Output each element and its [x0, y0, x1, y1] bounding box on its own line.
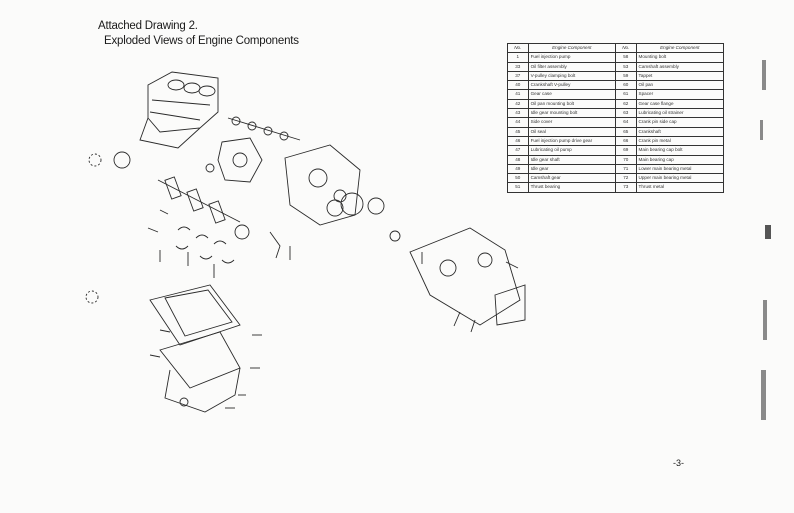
crankshaft-illustration [157, 176, 250, 240]
oil-pan-illustration [149, 284, 241, 413]
part-name: Idle gear shaft [527, 154, 616, 165]
drawing-caption: Attached Drawing 2. [98, 20, 198, 32]
part-number: 60 [614, 80, 637, 91]
part-name: Main bearing cap bolt [635, 145, 725, 156]
fastener-group [149, 252, 519, 409]
part-number: 33 [507, 61, 529, 72]
part-name: Fuel injection pump drive gear [527, 135, 616, 147]
part-number: 51 [507, 182, 529, 193]
part-name: Fuel injection pump [527, 52, 616, 63]
part-name: Upper main bearing metal [635, 173, 725, 184]
header-component-2: Engine Component [635, 42, 725, 54]
part-number: 1 [507, 52, 529, 63]
camshaft-illustration [227, 116, 301, 141]
part-name: Gear case [527, 89, 616, 100]
part-name: Crankshaft V-pulley [527, 80, 616, 91]
gear-case-illustration [409, 227, 526, 326]
idle-gear-illustration [326, 199, 344, 217]
header-no-2: No. [614, 42, 637, 54]
part-number: 44 [507, 117, 529, 128]
part-name: Crankshaft [635, 126, 725, 137]
part-name: Side cover [527, 117, 616, 128]
part-number: 61 [614, 89, 637, 100]
part-name: Lower main bearing metal [635, 163, 725, 175]
part-number: 50 [507, 173, 529, 184]
part-number: 49 [507, 163, 529, 175]
part-number: 63 [614, 108, 637, 119]
part-number: 47 [507, 145, 529, 156]
part-name: Camshaft gear [527, 173, 616, 184]
part-number: 58 [614, 52, 637, 63]
part-number: 66 [614, 135, 637, 147]
part-number: 46 [507, 135, 529, 147]
part-number: 70 [614, 154, 637, 165]
oil-pump-illustration [217, 137, 263, 183]
part-name: Lubricating oil pump [527, 145, 616, 156]
part-name: Mounting bolt [635, 52, 725, 63]
part-name: Gear case flange [635, 98, 725, 110]
part-name: Idle gear mounting bolt [527, 108, 616, 119]
scan-edge-noise [760, 60, 771, 420]
part-number: 72 [614, 173, 637, 184]
part-name: Spacer [635, 89, 725, 100]
part-number: 41 [507, 89, 529, 100]
part-number: 69 [614, 145, 637, 156]
part-name: Oil pan [635, 80, 725, 91]
part-name: V-pulley clamping bolt [527, 70, 616, 82]
part-name: Camshaft assembly [635, 61, 725, 72]
part-number: 62 [614, 98, 637, 110]
part-number: 65 [614, 126, 637, 137]
bearing-caps-illustration [147, 209, 235, 278]
dipstick-illustration [269, 231, 281, 259]
part-number: 64 [614, 117, 637, 128]
part-number: 43 [507, 108, 529, 119]
timing-plate-illustration [284, 144, 361, 226]
parts-legend-table: No. Engine Component No. Engine Componen… [507, 42, 725, 193]
page-number: -3- [673, 458, 684, 468]
cylinder-block-illustration [139, 71, 219, 149]
part-number: 71 [614, 163, 637, 175]
part-number: 37 [507, 70, 529, 82]
part-name: Oil seal [527, 126, 616, 137]
part-number: 40 [507, 80, 529, 91]
oil-seal-illustration [113, 151, 131, 169]
part-name: Main bearing cap [635, 154, 725, 165]
part-name: Oil pan mounting bolt [527, 98, 616, 110]
part-number: 59 [614, 70, 637, 82]
header-component-1: Engine Component [527, 42, 616, 54]
part-name: Lubricating oil strainer [635, 108, 725, 119]
part-number: 53 [614, 61, 637, 72]
part-name: Tappet [635, 70, 725, 82]
table-header-row: No. Engine Component No. Engine Componen… [507, 42, 725, 54]
part-number: 73 [614, 182, 637, 193]
part-name: Thrust bearing [527, 182, 616, 193]
part-name: Thrust metal [635, 182, 725, 193]
part-number: 42 [507, 98, 529, 110]
part-number: 45 [507, 126, 529, 137]
part-name: Crank pin metal [635, 135, 725, 147]
part-name: Oil filter assembly [527, 61, 616, 72]
part-number: 48 [507, 154, 529, 165]
header-no-1: No. [507, 42, 529, 54]
part-name: Idle gear [527, 163, 616, 175]
part-name: Crank pin side cap [635, 117, 725, 128]
drawing-title: Exploded Views of Engine Components [104, 35, 299, 47]
